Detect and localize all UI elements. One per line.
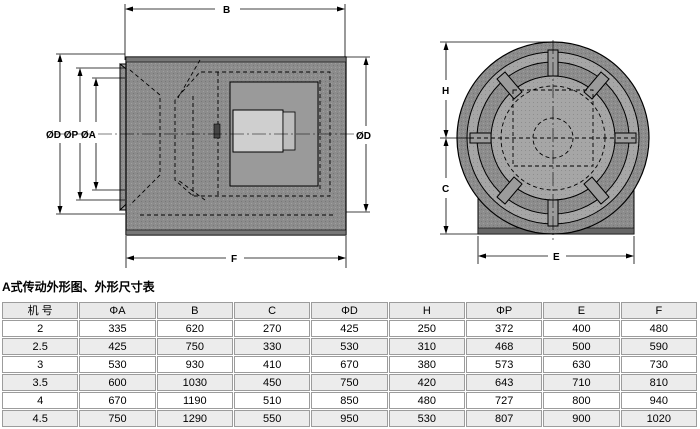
table-header-row: 机 号 ΦA B C ΦD H ΦP E F	[2, 302, 697, 319]
dimension-b-label: B	[223, 5, 230, 16]
dimension-inlet-diameters-label: ØD ØP ØA	[46, 130, 96, 141]
table-cell: 330	[233, 338, 311, 355]
table-row: 3 530 930 410 670 380 573 630 730	[2, 356, 697, 373]
dimension-f	[125, 236, 347, 268]
table-cell: 940	[620, 392, 697, 409]
table-cell: 425	[79, 338, 156, 355]
table-cell: 410	[233, 356, 311, 373]
fan-outline-drawing: B	[46, 4, 650, 268]
table-cell: 590	[620, 338, 697, 355]
table-cell: 3	[2, 356, 79, 373]
header-model-no: 机 号	[2, 302, 79, 319]
dimension-inlet-diameters	[56, 53, 125, 215]
header-f: F	[620, 302, 697, 319]
dimension-c-label: C	[442, 184, 449, 195]
table-cell: 4.5	[2, 410, 79, 427]
table-cell: 600	[79, 374, 156, 391]
dimension-outlet-diameter-label: ØD	[356, 131, 371, 142]
header-phi-d: ΦD	[311, 302, 388, 319]
table-cell: 643	[465, 374, 543, 391]
dimension-c	[440, 138, 478, 235]
table-cell: 950	[311, 410, 388, 427]
table-cell: 3.5	[2, 374, 79, 391]
table-cell: 1030	[156, 374, 233, 391]
table-row: 3.5 600 1030 450 750 420 643 710 810	[2, 374, 697, 391]
header-phi-p: ΦP	[465, 302, 543, 319]
table-cell: 335	[79, 320, 156, 337]
table-cell: 900	[543, 410, 620, 427]
header-b: B	[156, 302, 233, 319]
header-phi-a: ΦA	[79, 302, 156, 319]
table-cell: 510	[233, 392, 311, 409]
table-row: 2.5 425 750 330 530 310 468 500 590	[2, 338, 697, 355]
dimension-e	[477, 236, 635, 264]
table-cell: 420	[388, 374, 465, 391]
table-row: 4.5 750 1290 550 950 530 807 900 1020	[2, 410, 697, 427]
table-cell: 250	[388, 320, 465, 337]
dimension-b	[124, 4, 346, 60]
dimension-outlet-diameter	[346, 56, 370, 213]
table-cell: 710	[543, 374, 620, 391]
table-cell: 530	[388, 410, 465, 427]
table-cell: 750	[311, 374, 388, 391]
table-cell: 425	[311, 320, 388, 337]
table-cell: 670	[79, 392, 156, 409]
table-cell: 450	[233, 374, 311, 391]
table-cell: 4	[2, 392, 79, 409]
table-cell: 530	[311, 338, 388, 355]
header-e: E	[543, 302, 620, 319]
table-cell: 1290	[156, 410, 233, 427]
table-cell: 810	[620, 374, 697, 391]
table-row: 4 670 1190 510 850 480 727 800 940	[2, 392, 697, 409]
table-cell: 730	[620, 356, 697, 373]
table-caption: A式传动外形图、外形尺寸表	[2, 280, 155, 294]
table-cell: 270	[233, 320, 311, 337]
dimension-e-label: E	[553, 252, 560, 263]
table-cell: 530	[79, 356, 156, 373]
table-cell: 2.5	[2, 338, 79, 355]
table-cell: 630	[543, 356, 620, 373]
table-cell: 480	[388, 392, 465, 409]
side-view: B	[46, 4, 371, 268]
table-cell: 1190	[156, 392, 233, 409]
header-h: H	[388, 302, 465, 319]
table-cell: 310	[388, 338, 465, 355]
table-cell: 670	[311, 356, 388, 373]
header-c: C	[233, 302, 311, 319]
table-cell: 727	[465, 392, 543, 409]
table-cell: 372	[465, 320, 543, 337]
table-cell: 480	[620, 320, 697, 337]
table-cell: 850	[311, 392, 388, 409]
table-cell: 807	[465, 410, 543, 427]
dimension-h	[440, 41, 553, 139]
table-cell: 1020	[620, 410, 697, 427]
table-cell: 550	[233, 410, 311, 427]
dimension-table: 机 号 ΦA B C ΦD H ΦP E F 2 335 620 270 425…	[1, 301, 698, 428]
dimension-f-label: F	[231, 254, 237, 265]
table-cell: 468	[465, 338, 543, 355]
table-cell: 750	[79, 410, 156, 427]
table-cell: 500	[543, 338, 620, 355]
dimension-h-label: H	[442, 86, 449, 97]
front-view: H C E	[440, 40, 650, 264]
table-cell: 400	[543, 320, 620, 337]
table-cell: 573	[465, 356, 543, 373]
table-cell: 620	[156, 320, 233, 337]
table-row: 2 335 620 270 425 250 372 400 480	[2, 320, 697, 337]
table-cell: 930	[156, 356, 233, 373]
table-cell: 800	[543, 392, 620, 409]
table-cell: 2	[2, 320, 79, 337]
table-cell: 380	[388, 356, 465, 373]
table-cell: 750	[156, 338, 233, 355]
